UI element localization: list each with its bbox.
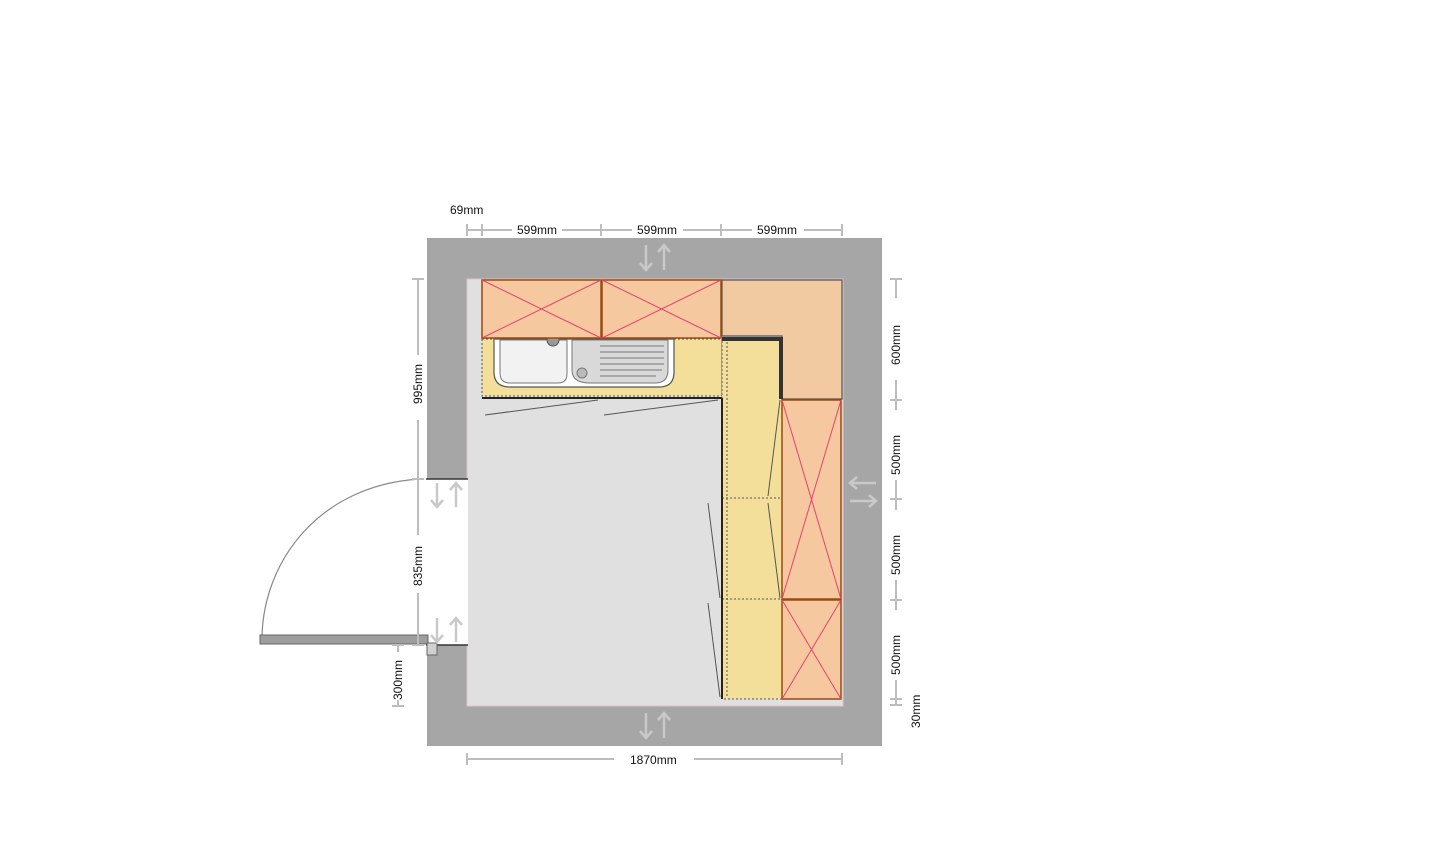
wall-cabinet-top-2 bbox=[601, 279, 722, 339]
right-worktop bbox=[707, 338, 783, 700]
dim-bottom-total: 1870mm bbox=[630, 753, 677, 767]
dim-top-3: 599mm bbox=[757, 223, 797, 237]
drainer-ribs bbox=[600, 345, 664, 377]
sink-bowl bbox=[499, 339, 568, 384]
sink-drain bbox=[576, 367, 588, 379]
sink-drainer bbox=[571, 339, 669, 384]
arrow-bottom bbox=[639, 711, 671, 740]
dim-top-offset: 69mm bbox=[450, 203, 483, 217]
door-opening bbox=[426, 479, 468, 645]
door bbox=[259, 478, 438, 656]
dimension-left: 995mm 835mm 300mm bbox=[391, 278, 425, 707]
dim-top-2: 599mm bbox=[637, 223, 677, 237]
wall-cabinet-right-1 bbox=[781, 399, 842, 600]
dim-right-bottom: 30mm bbox=[909, 695, 923, 728]
dimension-right: 600mm 500mm 500mm 500mm 30mm bbox=[889, 278, 923, 728]
dim-left-lower: 300mm bbox=[391, 660, 405, 700]
dim-right-1: 600mm bbox=[889, 325, 903, 365]
dim-right-2: 500mm bbox=[889, 435, 903, 475]
dimension-top: 69mm 599mm 599mm 599mm bbox=[450, 203, 843, 237]
worktop-right bbox=[721, 338, 783, 700]
dim-left-door: 835mm bbox=[411, 546, 425, 586]
wall-arrows bbox=[430, 243, 878, 740]
arrow-top bbox=[639, 243, 671, 272]
arrow-door-lower bbox=[430, 616, 463, 644]
dim-left-upper: 995mm bbox=[411, 364, 425, 404]
arrow-right bbox=[848, 476, 878, 508]
door-frame bbox=[426, 642, 438, 656]
dim-top-1: 599mm bbox=[517, 223, 557, 237]
wall-cabinet-top-1 bbox=[481, 279, 602, 339]
arrow-door-upper bbox=[430, 481, 463, 509]
sink bbox=[493, 333, 675, 388]
door-swing-arc bbox=[261, 478, 421, 637]
wall-cabinet-right-2 bbox=[781, 599, 842, 700]
dim-right-4: 500mm bbox=[889, 635, 903, 675]
door-leaf bbox=[259, 634, 429, 645]
dim-right-3: 500mm bbox=[889, 535, 903, 575]
dimension-bottom: 1870mm bbox=[466, 753, 843, 767]
